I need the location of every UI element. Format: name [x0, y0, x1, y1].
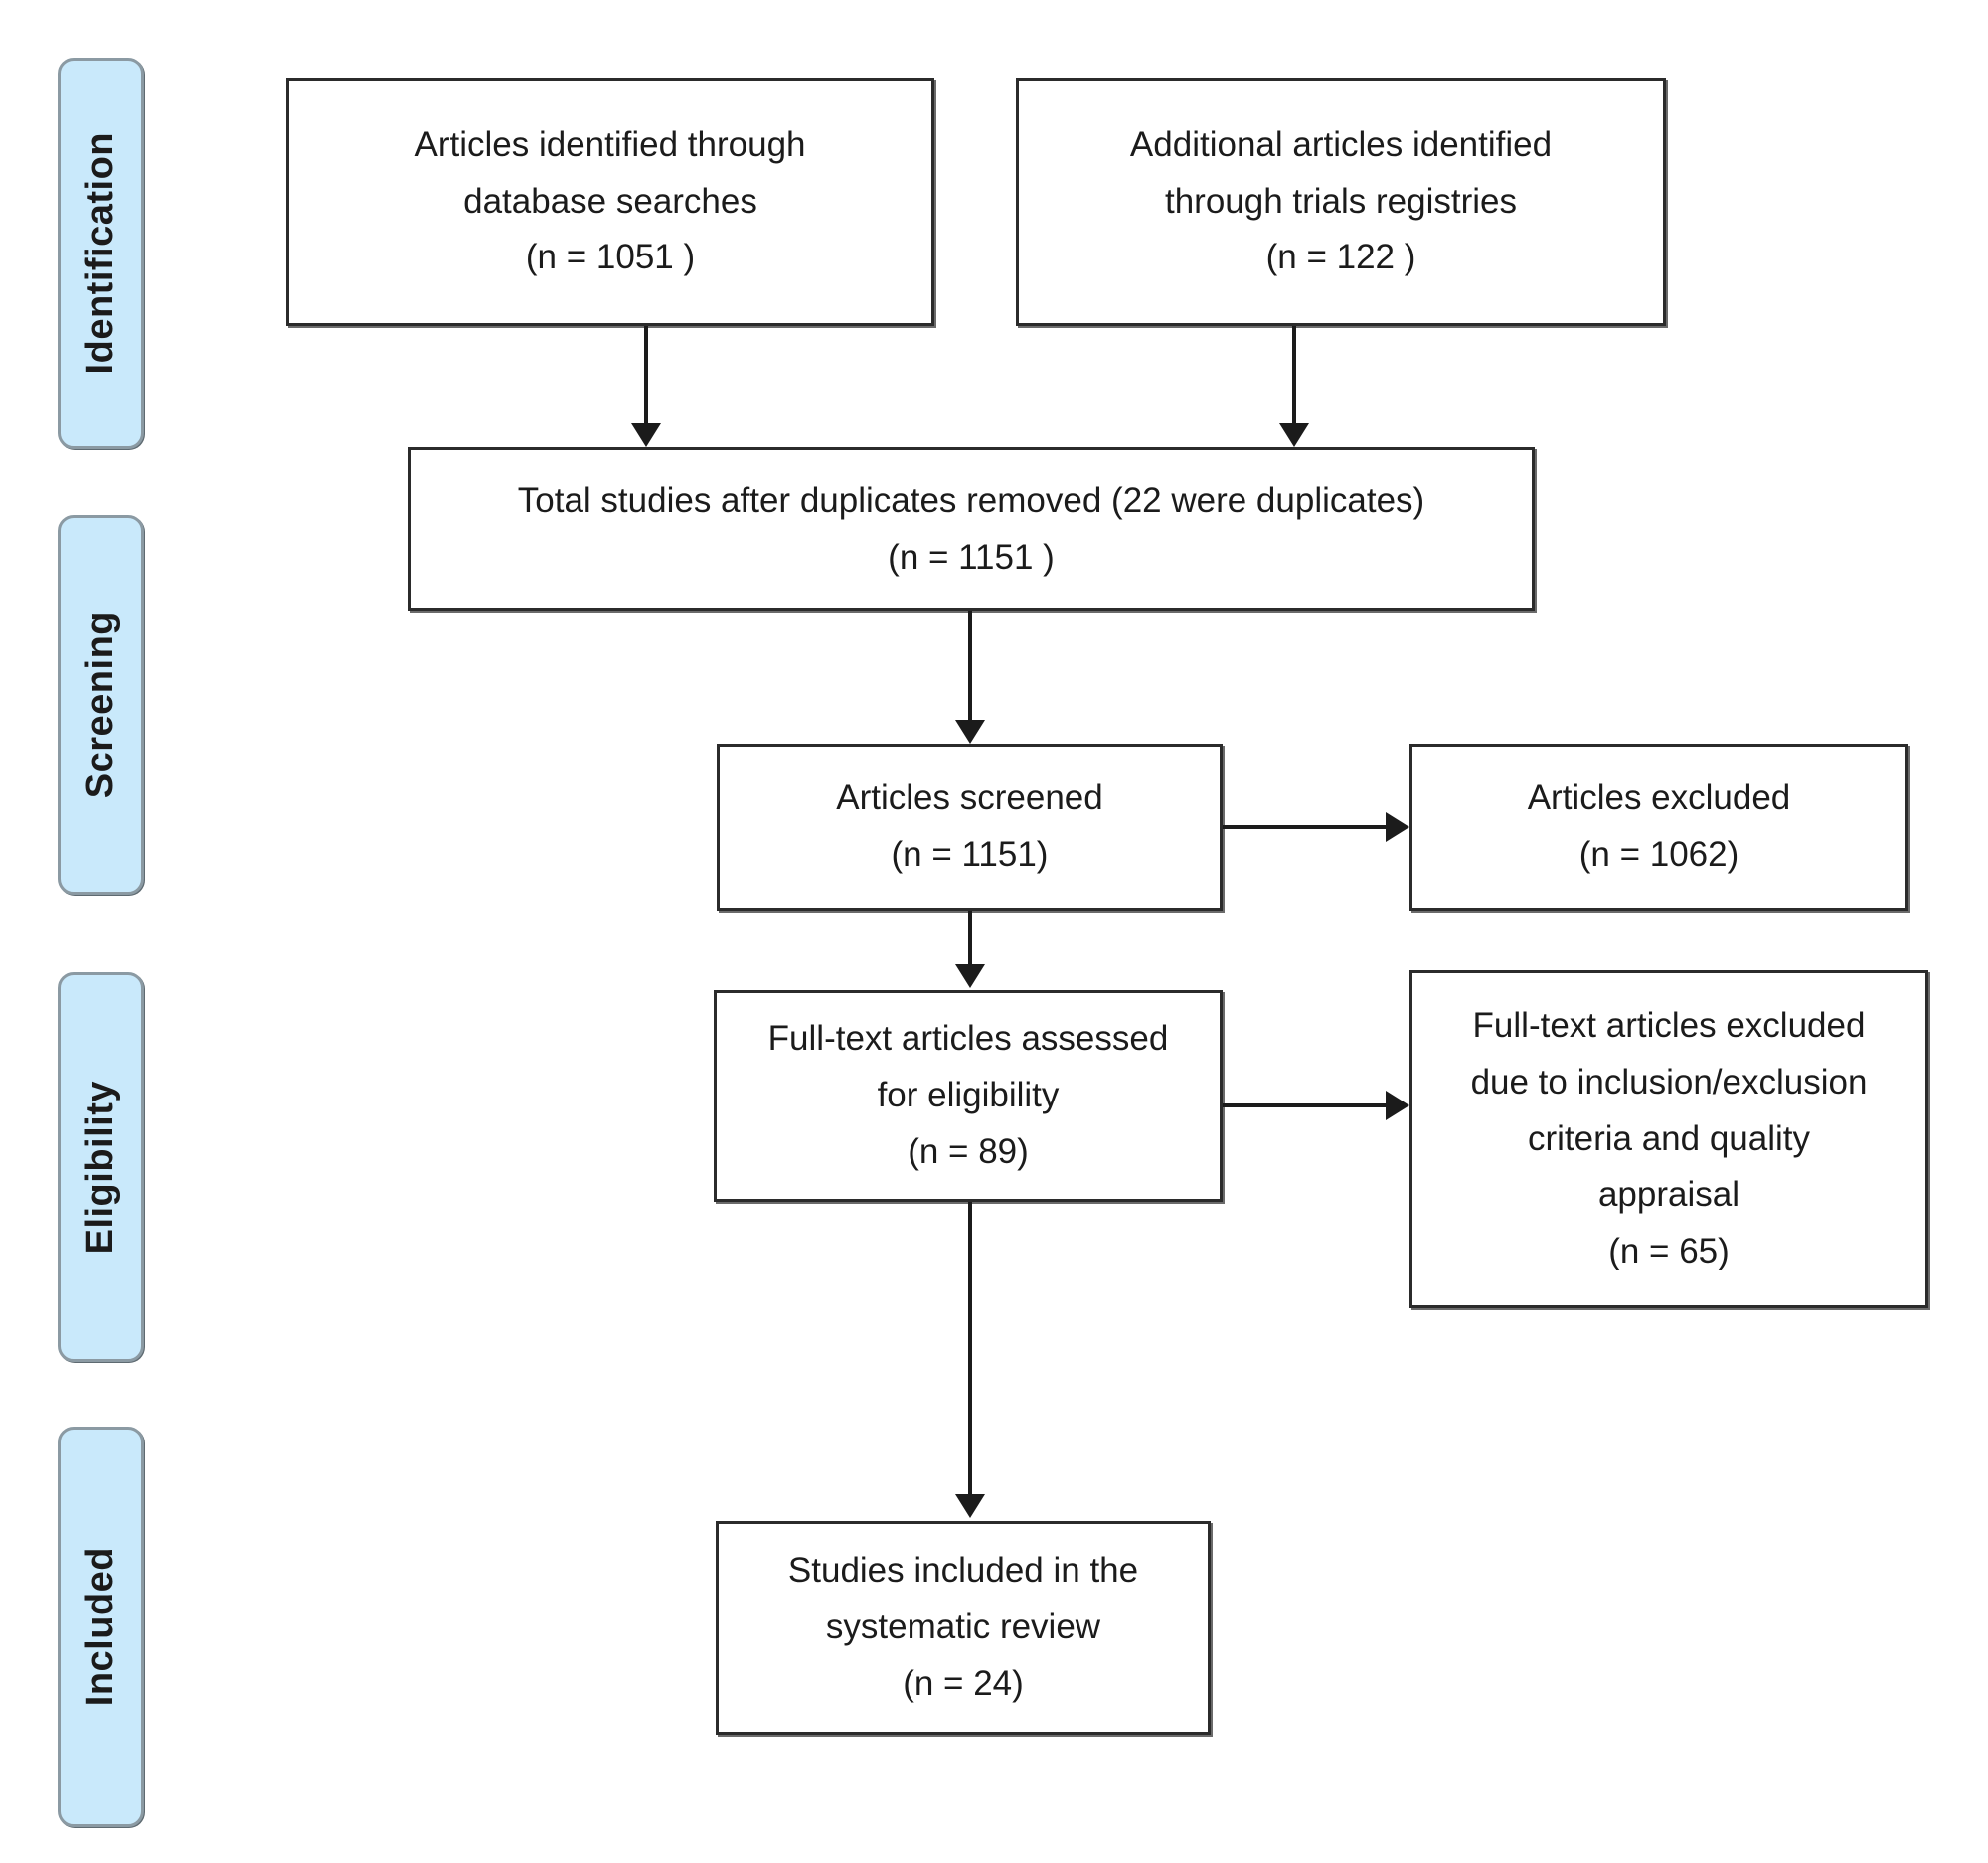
box-database-searches-line-2: database searches: [463, 181, 757, 221]
arrowhead-duplicates-to-screened: [955, 720, 985, 744]
box-duplicates-removed: Total studies after duplicates removed (…: [408, 447, 1535, 611]
stage-included: Included: [58, 1427, 144, 1827]
box-trials-registries-count: (n = 122 ): [1265, 238, 1416, 277]
box-articles-excluded-line-1: Articles excluded: [1527, 778, 1791, 818]
box-trials-registries: Additional articles identified through t…: [1016, 78, 1666, 326]
arrowhead-registries-to-duplicates: [1279, 423, 1309, 447]
connector-fulltext-to-included: [968, 1202, 972, 1496]
arrowhead-screened-to-fulltext: [955, 964, 985, 988]
box-fulltext-assessed-count: (n = 89): [908, 1131, 1029, 1171]
arrowhead-fulltext-to-included: [955, 1494, 985, 1518]
box-studies-included-line-1: Studies included in the: [787, 1551, 1139, 1591]
box-fulltext-excluded-line-3: criteria and quality: [1527, 1118, 1811, 1158]
box-fulltext-excluded-count: (n = 65): [1608, 1232, 1730, 1271]
connector-fulltext-to-excluded: [1223, 1103, 1388, 1107]
box-articles-excluded-count: (n = 1062): [1578, 835, 1740, 874]
box-trials-registries-line-2: through trials registries: [1164, 181, 1518, 221]
box-articles-screened: Articles screened (n = 1151): [717, 744, 1223, 911]
stage-identification-label: Identification: [80, 132, 121, 375]
box-trials-registries-line-1: Additional articles identified: [1129, 124, 1553, 164]
box-duplicates-removed-count: (n = 1151 ): [888, 537, 1055, 577]
box-fulltext-assessed: Full-text articles assessed for eligibil…: [714, 990, 1223, 1202]
stage-eligibility: Eligibility: [58, 972, 144, 1362]
box-database-searches-line-1: Articles identified through: [414, 124, 806, 164]
box-fulltext-assessed-line-2: for eligibility: [877, 1076, 1060, 1115]
box-database-searches-count: (n = 1051 ): [525, 238, 696, 277]
arrowhead-database-to-duplicates: [631, 423, 661, 447]
arrowhead-fulltext-to-excluded: [1386, 1091, 1409, 1120]
box-duplicates-removed-line-1: Total studies after duplicates removed (…: [517, 480, 1425, 520]
stage-eligibility-label: Eligibility: [80, 1080, 121, 1255]
connector-screened-to-fulltext: [968, 911, 972, 966]
box-articles-screened-line-1: Articles screened: [836, 778, 1103, 818]
stage-screening-label: Screening: [80, 610, 121, 799]
box-database-searches: Articles identified through database sea…: [286, 78, 934, 326]
box-fulltext-assessed-line-1: Full-text articles assessed: [767, 1019, 1169, 1059]
connector-database-to-duplicates: [644, 326, 648, 425]
box-articles-screened-count: (n = 1151): [891, 835, 1049, 874]
connector-registries-to-duplicates: [1292, 326, 1296, 425]
stage-included-label: Included: [80, 1547, 121, 1707]
arrowhead-screened-to-excluded: [1386, 812, 1409, 842]
box-fulltext-excluded-line-2: due to inclusion/exclusion: [1470, 1062, 1868, 1101]
box-studies-included-count: (n = 24): [903, 1663, 1024, 1703]
box-studies-included: Studies included in the systematic revie…: [716, 1521, 1211, 1735]
box-fulltext-excluded: Full-text articles excluded due to inclu…: [1409, 970, 1928, 1308]
box-articles-excluded: Articles excluded (n = 1062): [1409, 744, 1908, 911]
box-studies-included-line-2: systematic review: [825, 1608, 1101, 1647]
box-fulltext-excluded-line-4: appraisal: [1597, 1175, 1740, 1215]
stage-identification: Identification: [58, 58, 144, 449]
connector-duplicates-to-screened: [968, 611, 972, 722]
connector-screened-to-excluded: [1223, 825, 1388, 829]
box-fulltext-excluded-line-1: Full-text articles excluded: [1472, 1006, 1866, 1046]
stage-screening: Screening: [58, 515, 144, 895]
